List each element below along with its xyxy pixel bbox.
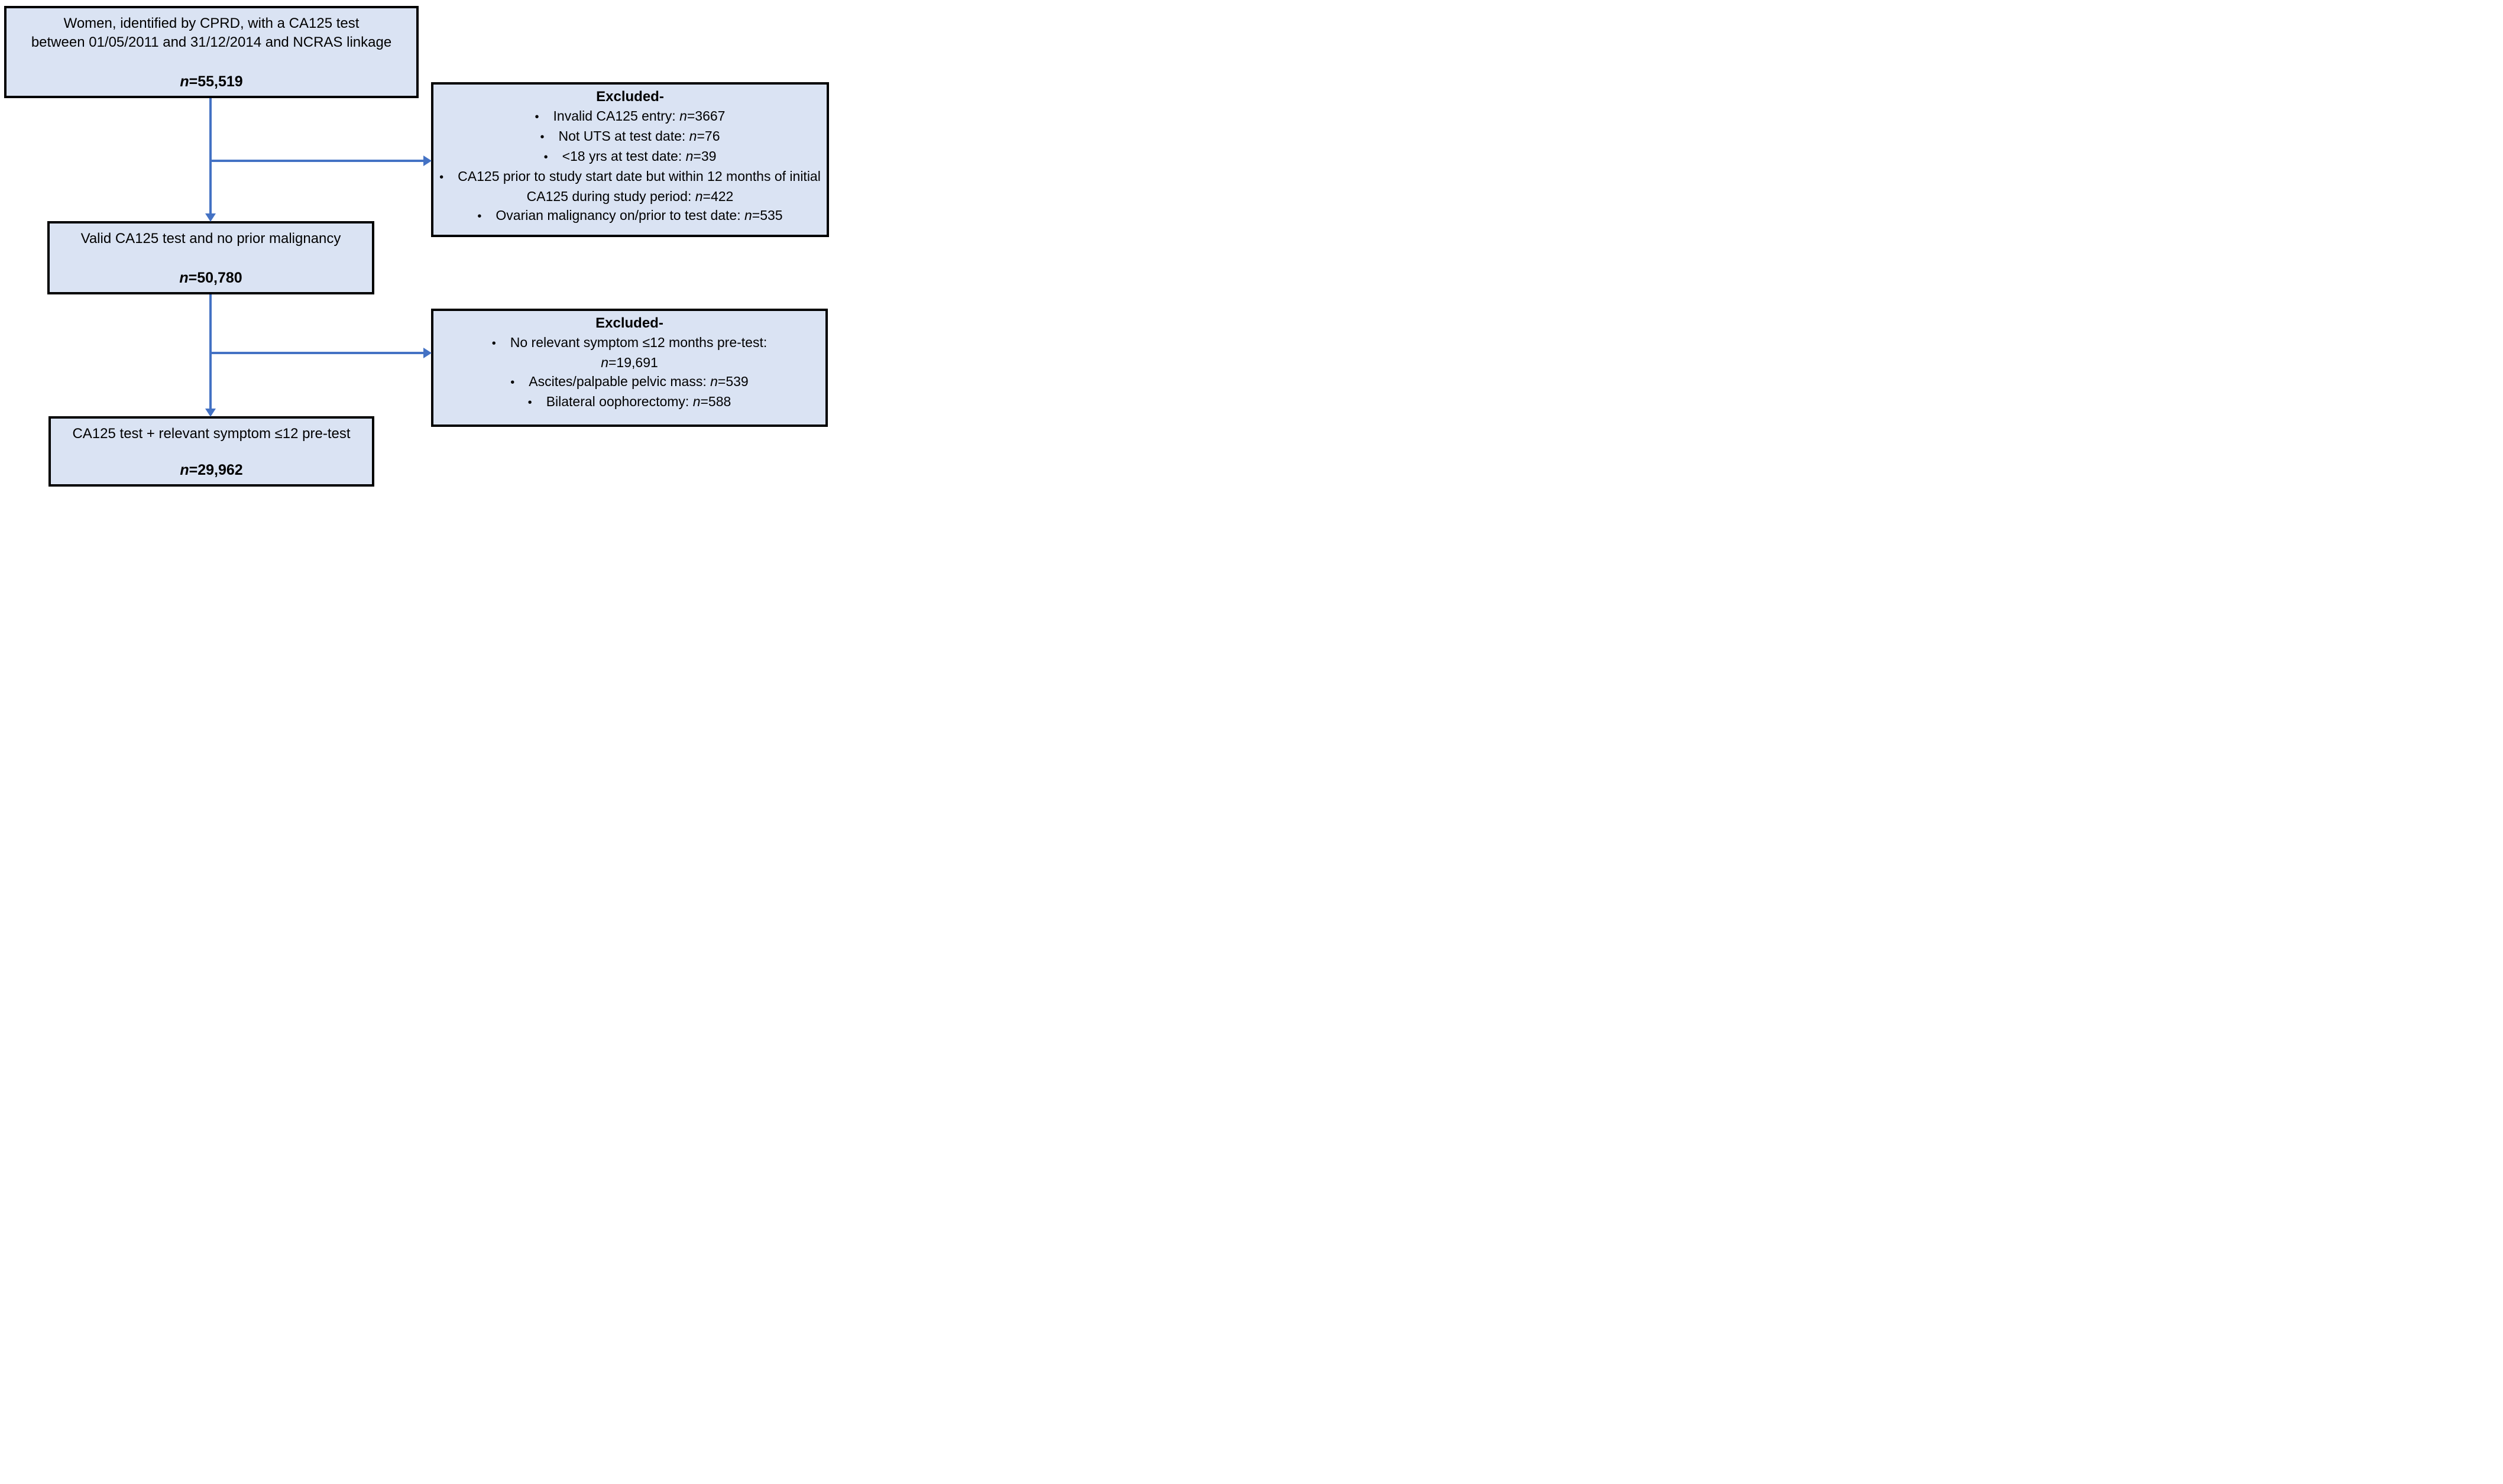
arrow-cohort-to-valid-head-icon (205, 213, 216, 222)
n-value: =19,691 (608, 355, 658, 370)
count-valid-test: n=50,780 (54, 268, 367, 287)
bullet-icon: • (477, 210, 482, 223)
arrow-to-excluded-2-head-icon (423, 348, 432, 358)
n-value: =76 (697, 128, 720, 144)
box-valid-test: Valid CA125 test and no prior malignancy… (47, 221, 374, 294)
excluded-item-label: Invalid CA125 entry: (553, 108, 680, 124)
excluded-1-list: •Invalid CA125 entry: n=3667•Not UTS at … (437, 106, 823, 226)
bullet-icon: • (543, 151, 548, 164)
arrow-cohort-to-valid-line (209, 98, 212, 214)
excluded-item: • Ascites/palpable pelvic mass: n=539 (437, 372, 822, 392)
arrow-to-excluded-1-head-icon (423, 155, 432, 166)
n-value: =50,780 (188, 270, 242, 286)
box-excluded-2: Excluded- • No relevant symptom ≤12 month… (431, 309, 828, 427)
n-value: =422 (702, 189, 734, 204)
n-symbol: n (601, 355, 608, 370)
bullet-icon: • (510, 376, 515, 389)
n-value: =539 (717, 374, 749, 389)
count-final-cohort: n=29,962 (56, 461, 367, 479)
n-value: =39 (693, 148, 717, 164)
excluded-item-label: Bilateral oophorectomy: (546, 394, 693, 409)
bullet-icon: • (540, 131, 545, 144)
excluded-item-label: Ascites/palpable pelvic mass: (529, 374, 711, 389)
excluded-item-label: <18 yrs at test date: (562, 148, 686, 164)
arrow-to-excluded-1-line (211, 160, 424, 162)
excluded-item: • Ovarian malignancy on/prior to test dat… (437, 206, 823, 226)
excluded-item-label: Not UTS at test date: (558, 128, 689, 144)
n-symbol: n (679, 108, 687, 124)
bullet-icon: • (535, 111, 539, 124)
excluded-item: • CA125 prior to study start date but wit… (437, 167, 823, 206)
bullet-icon: • (439, 171, 444, 184)
excluded-item: • Invalid CA125 entry: n=3667 (437, 106, 823, 127)
bullet-icon: • (527, 396, 532, 409)
n-symbol: n (179, 270, 189, 286)
box-excluded-1: Excluded- •Invalid CA125 entry: n=3667•N… (431, 82, 829, 237)
n-symbol: n (710, 374, 718, 389)
excluded-2-heading: Excluded- (595, 315, 663, 331)
box-initial-cohort: Women, identified by CPRD, with a CA125 … (4, 6, 419, 98)
n-symbol: n (180, 462, 189, 478)
title-line-2: between 01/05/2011 and 31/12/2014 and NC… (31, 34, 392, 50)
box-final-cohort-title: CA125 test + relevant symptom ≤12 pre-te… (72, 426, 351, 442)
n-symbol: n (692, 394, 701, 409)
title-line-1: Women, identified by CPRD, with a CA125 … (63, 15, 360, 31)
n-value: =535 (752, 208, 783, 223)
excluded-2-list: • No relevant symptom ≤12 months pre-test… (437, 333, 822, 412)
excluded-item: • No relevant symptom ≤12 months pre-test… (437, 333, 822, 372)
excluded-item-label: Ovarian malignancy on/prior to test date… (496, 208, 744, 223)
count-initial-cohort: n=55,519 (11, 72, 412, 91)
n-symbol: n (180, 73, 189, 90)
n-value: =29,962 (189, 462, 243, 478)
excluded-item: • Not UTS at test date: n=76 (437, 127, 823, 147)
arrow-valid-to-final-head-icon (205, 409, 216, 417)
n-symbol: n (689, 128, 697, 144)
box-valid-test-title: Valid CA125 test and no prior malignancy (80, 231, 341, 247)
n-value: =55,519 (189, 73, 243, 90)
excluded-item-label: CA125 prior to study start date but with… (458, 169, 821, 204)
excluded-1-heading: Excluded- (596, 89, 664, 105)
n-value: =3667 (687, 108, 726, 124)
n-symbol: n (695, 189, 703, 204)
box-initial-cohort-title: Women, identified by CPRD, with a CA125 … (11, 14, 412, 52)
consort-flow-diagram: Women, identified by CPRD, with a CA125 … (0, 0, 834, 495)
n-symbol: n (744, 208, 752, 223)
bullet-icon: • (491, 337, 496, 350)
arrow-to-excluded-2-line (211, 352, 424, 354)
n-symbol: n (685, 148, 694, 164)
excluded-item: • <18 yrs at test date: n=39 (437, 147, 823, 167)
excluded-item: • Bilateral oophorectomy: n=588 (437, 392, 822, 412)
excluded-item-label: No relevant symptom ≤12 months pre-test: (510, 335, 768, 350)
n-value: =588 (700, 394, 731, 409)
box-final-cohort: CA125 test + relevant symptom ≤12 pre-te… (48, 416, 374, 487)
